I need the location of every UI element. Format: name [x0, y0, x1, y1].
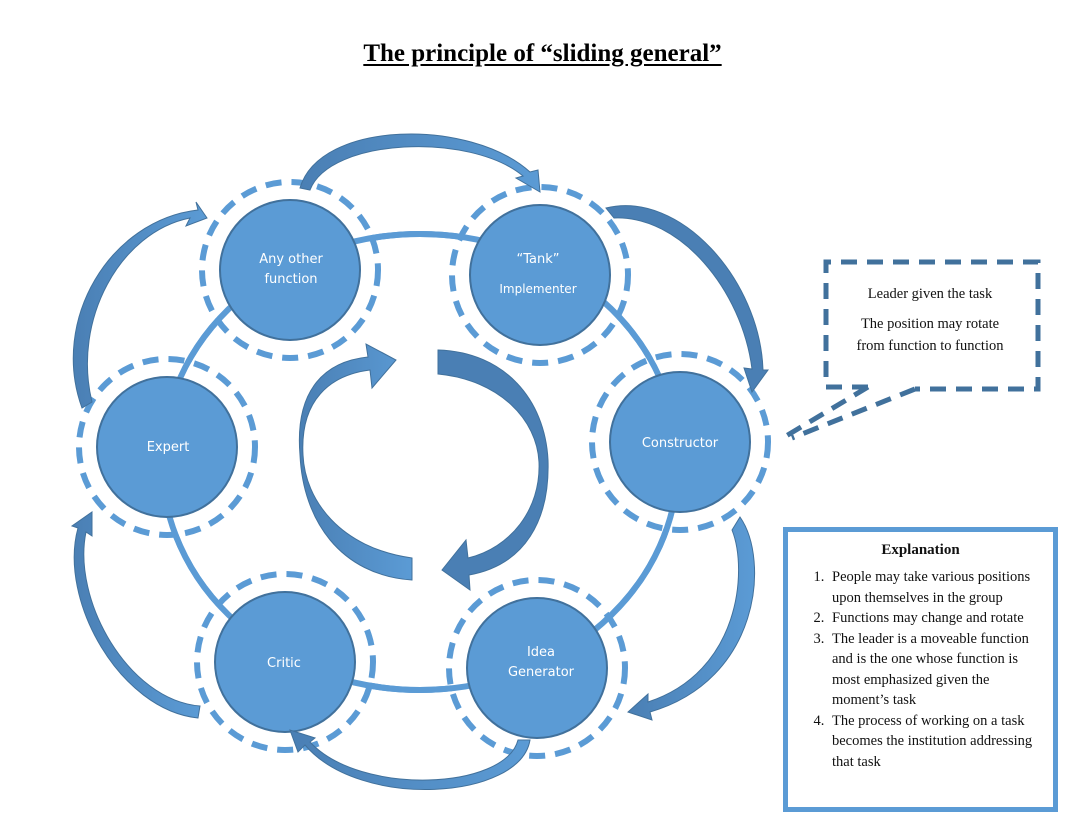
- label-tank: “Tank”: [517, 252, 560, 267]
- explanation-item: The process of working on a task becomes…: [828, 711, 1045, 773]
- callout-line-3: from function to function: [856, 338, 1004, 354]
- node-tank-implementer[interactable]: [469, 204, 611, 346]
- label-any-other-function-2: function: [264, 272, 317, 287]
- explanation-heading: Explanation: [881, 542, 960, 558]
- arrow-icon-top: [299, 133, 541, 193]
- label-critic: Critic: [267, 656, 301, 671]
- label-expert: Expert: [147, 440, 190, 455]
- label-idea: Idea: [527, 645, 555, 660]
- label-any-other-function-1: Any other: [259, 252, 323, 267]
- callout-line-2: The position may rotate: [860, 316, 1000, 332]
- label-generator: Generator: [508, 665, 575, 680]
- node-critic[interactable]: [214, 591, 356, 733]
- label-implementer: Implementer: [499, 282, 576, 296]
- callout-line-1: Leader given the task: [867, 286, 993, 302]
- callout-box: [784, 259, 1041, 441]
- label-constructor: Constructor: [642, 436, 719, 451]
- leader-callout-text: Leader given the task The position may r…: [830, 283, 1030, 357]
- node-constructor[interactable]: [609, 371, 751, 513]
- arrow-icon-left-upper: [72, 201, 208, 409]
- center-arrow-icon-right: [437, 349, 549, 592]
- explanation-list: People may take various positions upon t…: [788, 567, 1053, 772]
- explanation-item: The leader is a moveable function and is…: [828, 629, 1045, 711]
- node-idea-generator[interactable]: [466, 597, 608, 739]
- arrow-icon-right-upper: [605, 205, 769, 394]
- explanation-item: People may take various positions upon t…: [828, 567, 1045, 608]
- callout-tail: [784, 384, 916, 441]
- arrow-icon-bottom: [289, 729, 531, 790]
- node-expert[interactable]: [96, 376, 238, 518]
- diagram-title: The principle of “sliding general”: [363, 40, 722, 67]
- arrow-icon-left-lower: [70, 511, 201, 719]
- explanation-box: Explanation People may take various posi…: [783, 527, 1058, 812]
- center-arrow-icon-left: [298, 343, 413, 581]
- node-any-other-function[interactable]: [219, 199, 361, 341]
- arrow-icon-right-lower: [627, 516, 756, 721]
- explanation-item: Functions may change and rotate: [828, 608, 1045, 629]
